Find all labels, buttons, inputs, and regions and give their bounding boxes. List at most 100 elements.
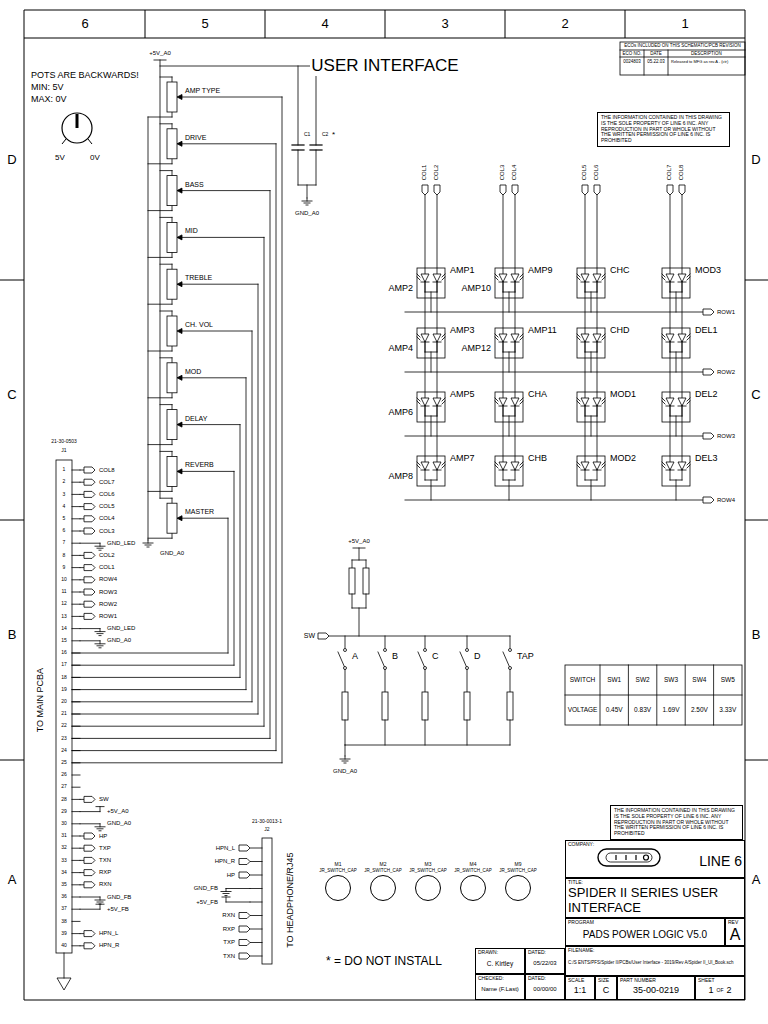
- logo-mark: [644, 855, 649, 860]
- pin-number: 27: [60, 784, 68, 790]
- potentiometer-symbol: [167, 269, 177, 299]
- wire: [585, 470, 586, 480]
- ground-net-label: GND_A0: [294, 210, 320, 217]
- pin-stub: [72, 836, 80, 837]
- pin-number: 30: [60, 821, 68, 827]
- pin-number: 39: [60, 931, 68, 937]
- wire: [240, 425, 241, 678]
- port-symbol: [239, 926, 250, 932]
- light-arrow: [442, 337, 445, 340]
- pin-number: 21: [60, 711, 68, 717]
- pin-stub: [72, 860, 80, 861]
- wire: [172, 498, 173, 503]
- port-symbol: [84, 931, 95, 937]
- port-symbol: [84, 601, 95, 607]
- port-symbol: [667, 185, 673, 195]
- pin-stub: [72, 531, 80, 532]
- port-symbol: [84, 845, 95, 851]
- title-block-cell: SCALE1:1: [565, 976, 595, 1000]
- light-arrow: [520, 465, 523, 468]
- wire: [160, 357, 172, 358]
- cell-caption: REV: [728, 920, 738, 926]
- pin-number: 34: [60, 870, 68, 876]
- row-net-label: ROW3: [716, 433, 736, 440]
- port-symbol: [84, 552, 95, 558]
- pin-stub: [72, 799, 80, 800]
- switch-contact: [384, 649, 387, 652]
- note-text: * = DO NOT INSTALL: [325, 955, 443, 969]
- wire: [425, 720, 426, 745]
- light-arrow: [417, 274, 420, 277]
- ref-designator: M1: [335, 862, 342, 868]
- table-cell: 0.45V: [605, 706, 624, 713]
- wire: [366, 560, 367, 568]
- wire: [80, 799, 84, 800]
- light-arrow: [442, 462, 445, 465]
- wire: [160, 264, 172, 265]
- pin-stub: [72, 628, 80, 629]
- switch-symbol: [378, 652, 385, 668]
- pin-stub: [72, 762, 80, 763]
- ground-symbol: [95, 900, 105, 901]
- switch-symbol: [460, 652, 467, 668]
- pin-stub: [72, 933, 80, 934]
- cell-value: SPIDER II SERIES USER INTERFACE: [568, 886, 742, 915]
- switch-cap-outline: [415, 875, 441, 901]
- pin-number: 19: [60, 687, 68, 693]
- wire: [345, 636, 346, 648]
- ground-symbol: [344, 763, 346, 764]
- led-symbol: [433, 462, 441, 470]
- wire: [515, 342, 516, 352]
- port-symbol: [84, 504, 95, 510]
- wire: [425, 342, 426, 352]
- wire: [276, 144, 277, 751]
- potentiometer-symbol: [167, 316, 177, 346]
- pin-stub: [72, 482, 80, 483]
- wire: [80, 836, 84, 837]
- wire: [160, 311, 172, 312]
- ground-net-label: GND_A0: [106, 637, 132, 644]
- led-label: CHB: [527, 453, 548, 463]
- wire: [226, 902, 250, 903]
- grid-divider: [0, 280, 24, 281]
- wire: [72, 714, 258, 715]
- cell-caption: DATED:: [528, 976, 546, 982]
- light-arrow: [417, 465, 420, 468]
- switch-contact: [344, 667, 347, 670]
- knob-outline: [62, 113, 92, 143]
- pin-number: 37: [60, 906, 68, 912]
- switch-label: D: [473, 651, 482, 661]
- wire: [676, 292, 677, 312]
- port-symbol: [84, 870, 95, 876]
- light-arrow: [602, 462, 605, 465]
- port-label: COL2: [98, 552, 116, 559]
- port-symbol: [84, 943, 95, 949]
- wire: [467, 670, 468, 693]
- wire: [676, 352, 677, 372]
- potentiometer-symbol: [167, 222, 177, 252]
- table-line: [565, 695, 742, 696]
- cell-caption: SIZE: [598, 978, 609, 984]
- cell-caption: CHECKED:: [478, 976, 504, 982]
- port-symbol: [594, 185, 600, 195]
- wire: [252, 331, 253, 702]
- wire: [385, 636, 386, 648]
- port-label: TXP: [98, 845, 112, 852]
- notice-text: THE INFORMATION CONTAINED IN THIS DRAWIN…: [614, 808, 739, 837]
- wiper-arrow: [177, 188, 182, 193]
- part-value: JR_SWITCH_CAP: [319, 868, 357, 873]
- ground-symbol: [340, 759, 350, 760]
- led-label: AMP2: [387, 283, 414, 293]
- column-net-label: COL2: [434, 163, 441, 181]
- port-symbol: [84, 467, 95, 473]
- wire: [80, 884, 84, 885]
- light-arrow: [577, 337, 580, 340]
- wire: [467, 720, 468, 745]
- column-wire: [597, 195, 598, 470]
- table-cell: 3.33V: [718, 706, 737, 713]
- notice-box: THE INFORMATION CONTAINED IN THIS DRAWIN…: [610, 805, 743, 840]
- wire: [425, 406, 426, 416]
- wire: [80, 555, 84, 556]
- knob-tick: [62, 139, 66, 144]
- led-label: DEL2: [694, 389, 719, 399]
